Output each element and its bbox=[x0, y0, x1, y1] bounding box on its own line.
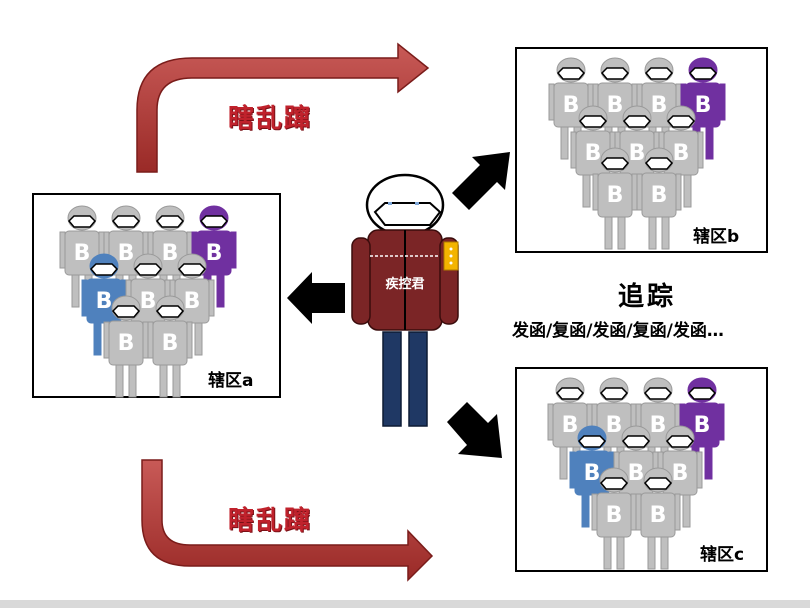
person-letter: B bbox=[628, 461, 645, 486]
person-letter: B bbox=[162, 241, 179, 266]
person-icon: B bbox=[103, 295, 149, 398]
person-icon: B bbox=[636, 147, 682, 250]
district-a-label: 辖区a bbox=[208, 371, 254, 391]
person-letter: B bbox=[651, 183, 668, 208]
person-letter: B bbox=[651, 93, 668, 118]
disorder-arrow-top bbox=[136, 42, 430, 173]
person-letter: B bbox=[96, 289, 113, 314]
person-letter: B bbox=[607, 93, 624, 118]
person-letter: B bbox=[650, 503, 667, 528]
officer-figure bbox=[351, 173, 459, 427]
person-icon: B bbox=[635, 467, 681, 570]
person-letter: B bbox=[673, 141, 690, 166]
arrow-to-district-b bbox=[452, 152, 510, 210]
person-letter: B bbox=[206, 241, 223, 266]
arrow-to-district-c bbox=[447, 402, 502, 458]
person-letter: B bbox=[695, 93, 712, 118]
person-letter: B bbox=[606, 503, 623, 528]
person-letter: B bbox=[118, 331, 135, 356]
person-letter: B bbox=[140, 289, 157, 314]
person-icon: B bbox=[591, 467, 637, 570]
person-letter: B bbox=[563, 93, 580, 118]
person-letter: B bbox=[672, 461, 689, 486]
district-b-label: 辖区b bbox=[693, 227, 740, 247]
person-letter: B bbox=[118, 241, 135, 266]
person-letter: B bbox=[562, 413, 579, 438]
disorder-arrow-bottom bbox=[141, 459, 434, 582]
disorder-label-bottom: 瞎乱蹿 bbox=[228, 506, 313, 536]
tracking-title: 追踪 bbox=[618, 282, 677, 312]
arrow-to-district-a bbox=[287, 272, 345, 324]
person-letter: B bbox=[606, 413, 623, 438]
officer-badge: 疾控君 bbox=[385, 276, 424, 292]
person-letter: B bbox=[694, 413, 711, 438]
person-letter: B bbox=[629, 141, 646, 166]
person-icon: B bbox=[592, 147, 638, 250]
person-letter: B bbox=[74, 241, 91, 266]
district-c-label: 辖区c bbox=[700, 545, 745, 565]
person-letter: B bbox=[584, 461, 601, 486]
person-letter: B bbox=[162, 331, 179, 356]
person-letter: B bbox=[607, 183, 624, 208]
disorder-label-top: 瞎乱蹿 bbox=[228, 104, 313, 134]
person-icon: B bbox=[147, 295, 193, 398]
person-letter: B bbox=[650, 413, 667, 438]
bottom-bar bbox=[0, 600, 810, 608]
person-letter: B bbox=[585, 141, 602, 166]
tracking-subtitle: 发函/复函/发函/复函/发函… bbox=[512, 321, 724, 341]
person-letter: B bbox=[184, 289, 201, 314]
